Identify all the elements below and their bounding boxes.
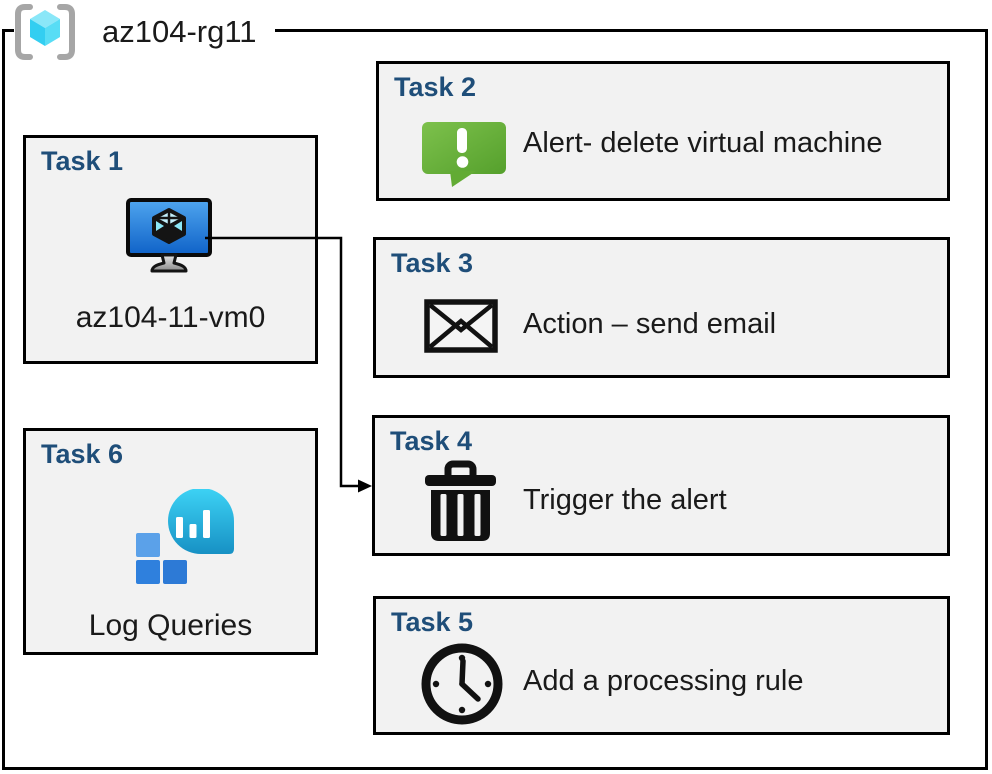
task6-title: Task 6 — [41, 439, 124, 469]
log-analytics-icon — [136, 489, 234, 584]
email-envelope-icon — [424, 299, 498, 353]
task4-box: Task 4 Trigger the alert — [372, 415, 950, 556]
resource-group-legend: az104-rg11 — [14, 2, 275, 62]
task4-title: Task 4 — [390, 426, 473, 456]
task5-box: Task 5 Add a processing rule — [373, 596, 950, 735]
alert-message-icon — [422, 122, 506, 187]
task2-box: Task 2 Alert- delete virtual machine — [376, 61, 950, 201]
task1-box: Task 1 az104-11-vm0 — [23, 135, 318, 364]
task1-label: az104-11-vm0 — [75, 301, 266, 334]
task5-label: Add a processing rule — [523, 665, 804, 697]
trash-can-icon — [425, 460, 496, 541]
task1-title: Task 1 — [41, 146, 124, 176]
task3-label: Action – send email — [523, 308, 777, 340]
task2-title: Task 2 — [394, 72, 477, 102]
task6-label: Log Queries — [88, 609, 253, 642]
clock-icon — [421, 643, 503, 725]
resource-group-icon — [15, 4, 75, 60]
task3-box: Task 3 Action – send email — [373, 237, 950, 378]
task5-title: Task 5 — [391, 607, 474, 637]
virtual-machine-icon — [126, 198, 212, 273]
task3-title: Task 3 — [391, 248, 474, 278]
task6-box: Task 6 Log Queries — [23, 428, 318, 655]
task4-label: Trigger the alert — [523, 484, 727, 516]
task2-label: Alert- delete virtual machine — [523, 127, 883, 159]
resource-group-title: az104-rg11 — [102, 14, 257, 49]
